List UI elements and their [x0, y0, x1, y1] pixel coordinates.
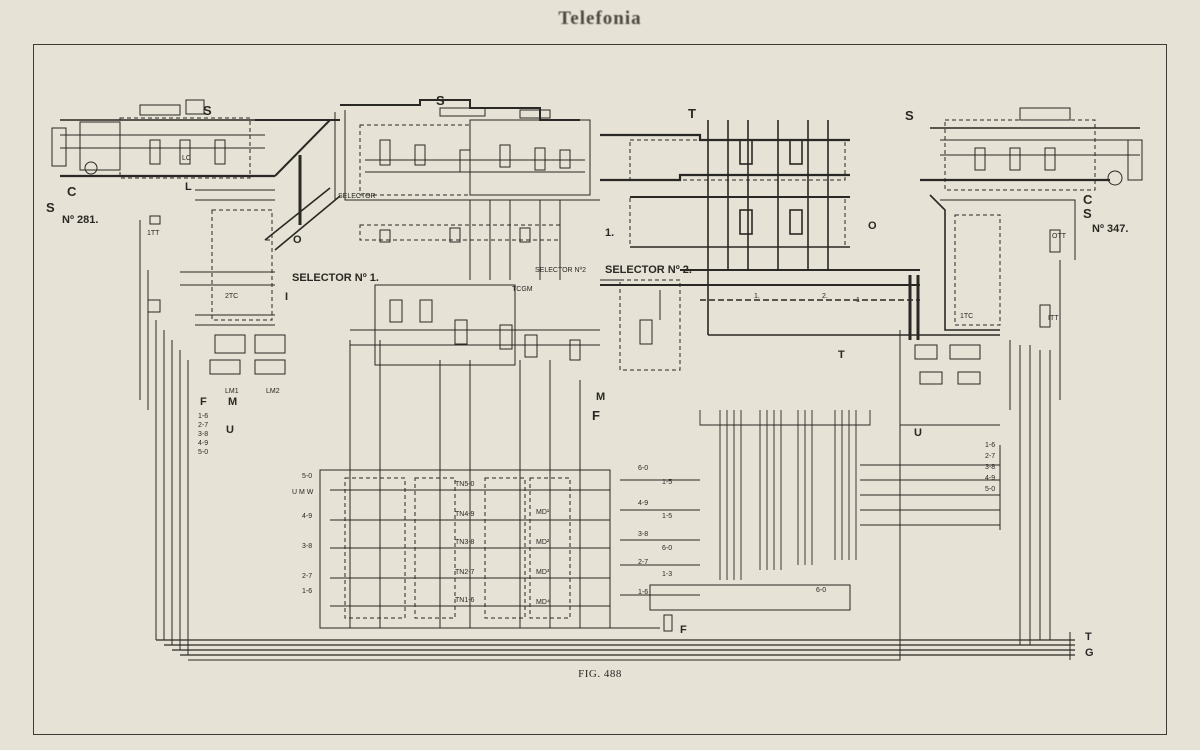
label-s-c-right: S: [1083, 206, 1092, 221]
label-m2: M: [596, 391, 605, 403]
code-left: 2-7: [198, 422, 208, 429]
relay-code-ott: OTT: [1052, 233, 1067, 240]
tn-labels-group: TN5-0 TN4-9 TN3-8 TN2-7 TN1-6: [455, 481, 475, 604]
code-left: 4-9: [198, 440, 208, 447]
label-f: F: [200, 396, 207, 408]
label-one-b: 1.: [754, 293, 760, 300]
out-code: 1-3: [662, 571, 672, 578]
code-right: 3-8: [985, 464, 995, 471]
label-o-right: O: [868, 220, 877, 232]
relay-labels: LM1 LM2 1TT OTT 2TC 1TC ITT LC: [147, 155, 1067, 395]
label-selector-2: SELECTOR Nº 2.: [605, 264, 692, 276]
row-code: 2-7: [302, 573, 312, 580]
row-code: 1-6: [302, 588, 312, 595]
md-label: MD⁴: [536, 599, 550, 606]
relay-code-1tt: 1TT: [147, 230, 160, 237]
label-one-c: 1: [856, 297, 860, 304]
label-u-left: U: [226, 424, 234, 436]
page-title: Telefonia: [558, 8, 642, 29]
relay-code-lm2: LM2: [266, 388, 280, 395]
label-s-right: S: [905, 108, 914, 123]
label-i-left: I: [285, 291, 288, 303]
letter-labels: S S C Nº 281. S T S C S Nº 347. L O O I …: [46, 93, 1128, 659]
tn-label: TN5-0: [455, 481, 475, 488]
top-selector: [340, 99, 850, 248]
label-selector-1: SELECTOR Nº 1.: [292, 272, 379, 284]
label-t-bottom: T: [838, 349, 845, 361]
label-one: 1.: [605, 227, 614, 239]
relay-code-itt: ITT: [1048, 315, 1059, 322]
label-selector: SELECTOR: [338, 193, 376, 200]
label-number-left: Nº 281.: [62, 214, 98, 226]
out-code: 6-0: [638, 465, 648, 472]
code-right: 4-9: [985, 475, 995, 482]
out-code: 6-0: [816, 587, 826, 594]
out-code: 1-5: [662, 479, 672, 486]
label-m: M: [228, 396, 237, 408]
md-label: MD¹: [536, 509, 550, 516]
codes-right-group: 1-6 2-7 3-8 4-9 5-0: [985, 442, 995, 493]
row-code: 4-9: [302, 513, 312, 520]
row-code: 3-8: [302, 543, 312, 550]
label-two: 2.: [822, 293, 828, 300]
code-right: 5-0: [985, 486, 995, 493]
label-selector-n2: SELECTOR Nº2: [535, 267, 586, 274]
label-number-right: Nº 347.: [1092, 223, 1128, 235]
label-t-end: T: [1085, 631, 1092, 643]
out-code: 4-9: [638, 500, 648, 507]
selector-1: [350, 200, 681, 371]
md-labels-group: MD¹ MD² MD³ MD⁴: [536, 509, 550, 606]
out-code: 2-7: [638, 559, 648, 566]
label-f-bottom: F: [680, 624, 687, 636]
code-right: 2-7: [985, 453, 995, 460]
rows-left-group: 5-0 4-9 3-8 2-7 1-6: [302, 473, 312, 595]
code-right: 1-6: [985, 442, 995, 449]
right-station: [914, 107, 1143, 645]
wiring: [51, 99, 1143, 661]
tn-label: TN3-8: [455, 539, 475, 546]
tn-label: TN2-7: [455, 569, 475, 576]
bottom-frame: [319, 340, 851, 632]
label-s-top-mid: S: [436, 93, 445, 108]
row-code: 5-0: [302, 473, 312, 480]
label-o-left: O: [293, 234, 302, 246]
out-codes-group: 6-0 1-5 4-9 1-5 3-8 6-0 2-7 1-3 1-6 6-0: [638, 465, 826, 596]
label-t-top: T: [688, 106, 696, 121]
label-tcgm: TCGM: [512, 286, 533, 293]
label-c-left: C: [67, 184, 77, 199]
code-left: 1-6: [198, 413, 208, 420]
relay-code-lm1: LM1: [225, 388, 239, 395]
label-s-top-left: S: [203, 103, 212, 118]
label-umw: U M W: [292, 489, 314, 496]
label-g-end: G: [1085, 647, 1094, 659]
diagram-frame: [33, 44, 1167, 735]
codes-left-group: 1-6 2-7 3-8 4-9 5-0: [198, 413, 208, 456]
left-station: [51, 99, 286, 655]
relay-code-1tc: 1TC: [960, 313, 973, 320]
out-code: 6-0: [662, 545, 672, 552]
tn-label: TN1-6: [455, 597, 475, 604]
out-code: 1-5: [662, 513, 672, 520]
relay-code-lc: LC: [182, 155, 191, 162]
md-label: MD³: [536, 569, 550, 576]
return-loops: [156, 330, 1075, 661]
label-u-right: U: [914, 427, 922, 439]
figure-caption: FIG. 488: [578, 668, 622, 680]
label-c-right: C: [1083, 192, 1093, 207]
label-l-left: L: [185, 181, 192, 193]
code-left: 3-8: [198, 431, 208, 438]
out-code: 1-6: [638, 589, 648, 596]
label-s-left: S: [46, 200, 55, 215]
md-label: MD²: [536, 539, 550, 546]
tn-label: TN4-9: [455, 511, 475, 518]
out-code: 3-8: [638, 531, 648, 538]
relay-bank: [699, 410, 1000, 580]
label-f-big: F: [592, 408, 600, 423]
code-left: 5-0: [198, 449, 208, 456]
relay-code-2tc: 2TC: [225, 293, 238, 300]
trunk-lines: [255, 112, 341, 251]
t-block: [600, 120, 1000, 340]
